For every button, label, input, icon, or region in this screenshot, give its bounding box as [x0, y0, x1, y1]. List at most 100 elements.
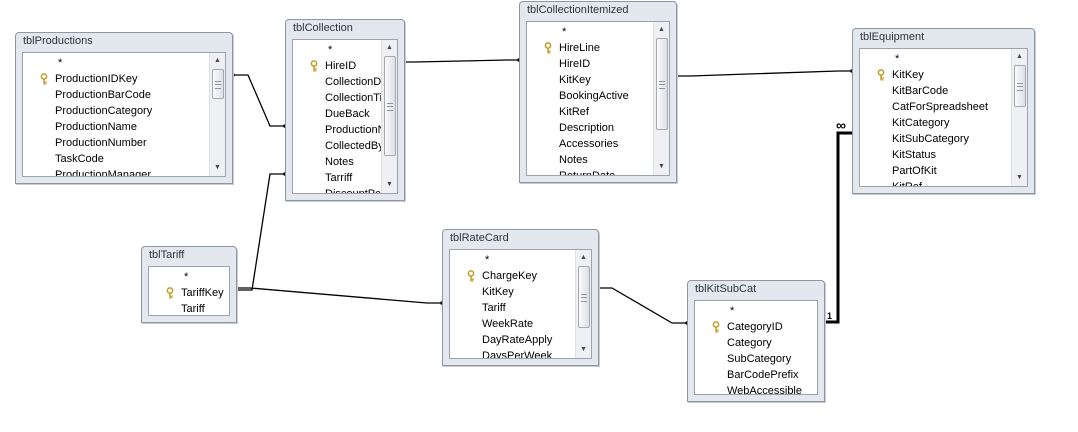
- key-icon: [467, 270, 475, 282]
- table-title[interactable]: tblKitSubCat: [695, 283, 757, 295]
- scrollbar-thumb[interactable]: [1014, 65, 1026, 107]
- vertical-scrollbar[interactable]: ▲ ▼: [575, 250, 591, 358]
- field-returndate[interactable]: ReturnDate: [559, 170, 616, 176]
- field-tariff[interactable]: Tariff: [482, 302, 506, 314]
- field-kitkey[interactable]: KitKey: [482, 286, 514, 298]
- table-tblkitsubcat[interactable]: tblKitSubCat * CategoryID Category SubCa…: [687, 280, 825, 402]
- table-tblcollectionitemized[interactable]: tblCollectionItemized * HireLine HireID …: [519, 1, 677, 183]
- field-catforspreadsheet[interactable]: CatForSpreadsheet: [892, 101, 988, 113]
- field-all[interactable]: *: [730, 305, 735, 317]
- key-icon: [40, 73, 48, 85]
- relationship-line-ratecard-kitsubcat[interactable]: [598, 287, 687, 324]
- field-chargekey[interactable]: ChargeKey: [450, 268, 575, 284]
- field-partofkit[interactable]: PartOfKit: [892, 165, 937, 177]
- field-all[interactable]: *: [184, 271, 189, 283]
- field-category[interactable]: Category: [727, 337, 772, 349]
- field-webaccessible[interactable]: WebAccessible: [727, 385, 802, 395]
- field-notes[interactable]: Notes: [325, 156, 354, 168]
- field-taskcode[interactable]: TaskCode: [55, 153, 104, 165]
- field-all[interactable]: *: [562, 26, 567, 38]
- field-subcategory[interactable]: SubCategory: [727, 353, 792, 365]
- field-kitref[interactable]: KitRef: [892, 181, 922, 187]
- relationship-line-productions-collection[interactable]: [233, 74, 285, 127]
- field-list: * ChargeKey KitKey Tariff WeekRate DayRa…: [449, 249, 592, 359]
- table-tblratecard[interactable]: tblRateCard * ChargeKey KitKey Tariff We…: [442, 229, 599, 366]
- scroll-up-icon[interactable]: ▲: [658, 26, 665, 33]
- table-tbleequipment[interactable]: tblEquipment * KitKey KitBarCode CatForS…: [852, 28, 1035, 194]
- field-productionnumber[interactable]: ProductionNumber: [55, 137, 147, 149]
- field-discountpc[interactable]: DiscountPc: [325, 188, 381, 194]
- field-all[interactable]: *: [58, 57, 63, 69]
- table-title[interactable]: tblTariff: [149, 249, 185, 261]
- key-icon: [712, 321, 720, 333]
- vertical-scrollbar[interactable]: ▲ ▼: [653, 22, 669, 175]
- field-tariff[interactable]: Tariff: [181, 303, 205, 315]
- field-productionbarcode[interactable]: ProductionBarCode: [55, 89, 152, 101]
- vertical-scrollbar[interactable]: ▲ ▼: [381, 40, 397, 193]
- field-hireline[interactable]: HireLine: [527, 40, 653, 56]
- table-title[interactable]: tblCollection: [293, 22, 353, 34]
- scroll-up-icon[interactable]: ▲: [214, 57, 221, 64]
- scroll-down-icon[interactable]: ▼: [658, 163, 665, 170]
- field-kitkey[interactable]: KitKey: [559, 74, 591, 86]
- field-collectiondate[interactable]: CollectionDa: [325, 76, 381, 88]
- field-all[interactable]: *: [895, 53, 900, 65]
- field-hireid[interactable]: HireID: [293, 58, 381, 74]
- table-title[interactable]: tblCollectionItemized: [527, 4, 629, 16]
- field-kitref[interactable]: KitRef: [559, 106, 589, 118]
- scroll-up-icon[interactable]: ▲: [386, 44, 393, 51]
- field-description[interactable]: Description: [559, 122, 615, 134]
- field-notes[interactable]: Notes: [559, 154, 588, 166]
- table-title[interactable]: tblRateCard: [450, 232, 509, 244]
- field-all[interactable]: *: [328, 44, 333, 56]
- field-all[interactable]: *: [485, 254, 490, 266]
- field-bookingactive[interactable]: BookingActive: [559, 90, 629, 102]
- field-kitstatus[interactable]: KitStatus: [892, 149, 937, 161]
- vertical-scrollbar[interactable]: ▲ ▼: [1011, 49, 1027, 186]
- field-kitbarcode[interactable]: KitBarCode: [892, 85, 949, 97]
- relationship-line-collection-itemized[interactable]: [404, 59, 519, 63]
- table-tblproductions[interactable]: tblProductions * ProductionIDKey Product…: [15, 32, 233, 184]
- relationship-line-kitsubcat-equipment[interactable]: [825, 131, 852, 324]
- vertical-scrollbar[interactable]: ▲ ▼: [209, 53, 225, 176]
- field-hireid[interactable]: HireID: [559, 58, 591, 70]
- field-dayrateapply[interactable]: DayRateApply: [482, 334, 553, 346]
- relationship-line-itemized-equipment[interactable]: [676, 70, 852, 77]
- field-kitsubcategory[interactable]: KitSubCategory: [892, 133, 970, 145]
- field-barcodeprefix[interactable]: BarCodePrefix: [727, 369, 799, 381]
- scroll-down-icon[interactable]: ▼: [1016, 174, 1023, 181]
- scrollbar-thumb[interactable]: [578, 266, 590, 328]
- field-productioncategory[interactable]: ProductionCategory: [55, 105, 153, 117]
- field-productionname[interactable]: ProductionName: [55, 121, 137, 133]
- field-accessories[interactable]: Accessories: [559, 138, 619, 150]
- scroll-up-icon[interactable]: ▲: [1016, 53, 1023, 60]
- scrollbar-thumb[interactable]: [656, 38, 668, 130]
- field-daysperweek[interactable]: DaysPerWeek: [482, 350, 553, 359]
- field-productionmanager[interactable]: ProductionManager: [55, 169, 152, 177]
- field-dueback[interactable]: DueBack: [325, 108, 370, 120]
- scroll-down-icon[interactable]: ▼: [386, 181, 393, 188]
- scrollbar-thumb[interactable]: [384, 56, 396, 156]
- table-title[interactable]: tblProductions: [23, 35, 93, 47]
- table-title[interactable]: tblEquipment: [860, 31, 925, 43]
- relationship-line-tariff-ratecard[interactable]: [236, 287, 442, 304]
- field-productionidkey[interactable]: ProductionIDKey: [23, 71, 209, 87]
- table-tblcollection[interactable]: tblCollection * HireID CollectionDa Coll…: [285, 19, 405, 201]
- field-kitcategory[interactable]: KitCategory: [892, 117, 950, 129]
- field-productionnumber[interactable]: ProductionN: [325, 124, 381, 136]
- field-categoryid[interactable]: CategoryID: [695, 319, 817, 335]
- field-collectedby[interactable]: CollectedBy: [325, 140, 381, 152]
- scrollbar-thumb[interactable]: [212, 69, 224, 99]
- field-label: CategoryID: [727, 321, 783, 333]
- scroll-down-icon[interactable]: ▼: [580, 346, 587, 353]
- field-weekrate[interactable]: WeekRate: [482, 318, 534, 330]
- field-collectiontime[interactable]: CollectionTim: [325, 92, 381, 104]
- relationship-line-tariff-collection[interactable]: [236, 173, 285, 291]
- field-tariffkey[interactable]: TariffKey: [149, 285, 229, 301]
- field-kitkey[interactable]: KitKey: [860, 67, 1011, 83]
- field-tarriff[interactable]: Tarriff: [325, 172, 353, 184]
- table-tbltariff[interactable]: tblTariff * TariffKey Tariff: [141, 246, 237, 323]
- scroll-up-icon[interactable]: ▲: [580, 254, 587, 261]
- scroll-down-icon[interactable]: ▼: [214, 164, 221, 171]
